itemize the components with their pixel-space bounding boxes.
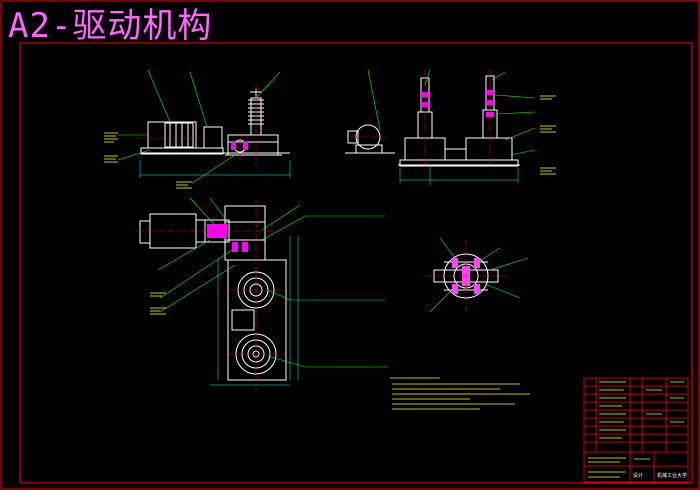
plan-view-highlights	[207, 224, 248, 252]
front-view-highlights	[231, 141, 248, 150]
plan-view-dimensions	[210, 236, 299, 386]
front-view-centerlines	[135, 85, 257, 165]
plan-view-callout-tags	[150, 292, 166, 315]
technical-notes	[390, 377, 530, 410]
title-block-school: 机械工业大学	[657, 472, 687, 479]
side-view-leaders	[367, 69, 536, 185]
title-block	[583, 377, 689, 483]
side-view-centerlines	[350, 70, 491, 170]
front-view-callout-tags	[104, 132, 192, 189]
front-view	[140, 88, 290, 156]
section-view-centerlines	[425, 240, 508, 312]
side-view-dimensions	[399, 168, 519, 183]
front-view-dimensions	[139, 160, 291, 178]
sheet-inner-border	[19, 42, 693, 484]
drawing-title: A2-驱动机构	[8, 6, 213, 46]
plan-view-centerlines	[135, 200, 285, 390]
side-view-callout-tags	[540, 95, 556, 175]
side-view	[345, 75, 520, 167]
title-block-lines	[588, 381, 684, 478]
front-view-leaders	[117, 69, 281, 184]
title-block-designer-label: 设计	[633, 472, 643, 479]
section-view-leaders	[429, 237, 529, 313]
plan-view-leaders	[157, 197, 388, 368]
